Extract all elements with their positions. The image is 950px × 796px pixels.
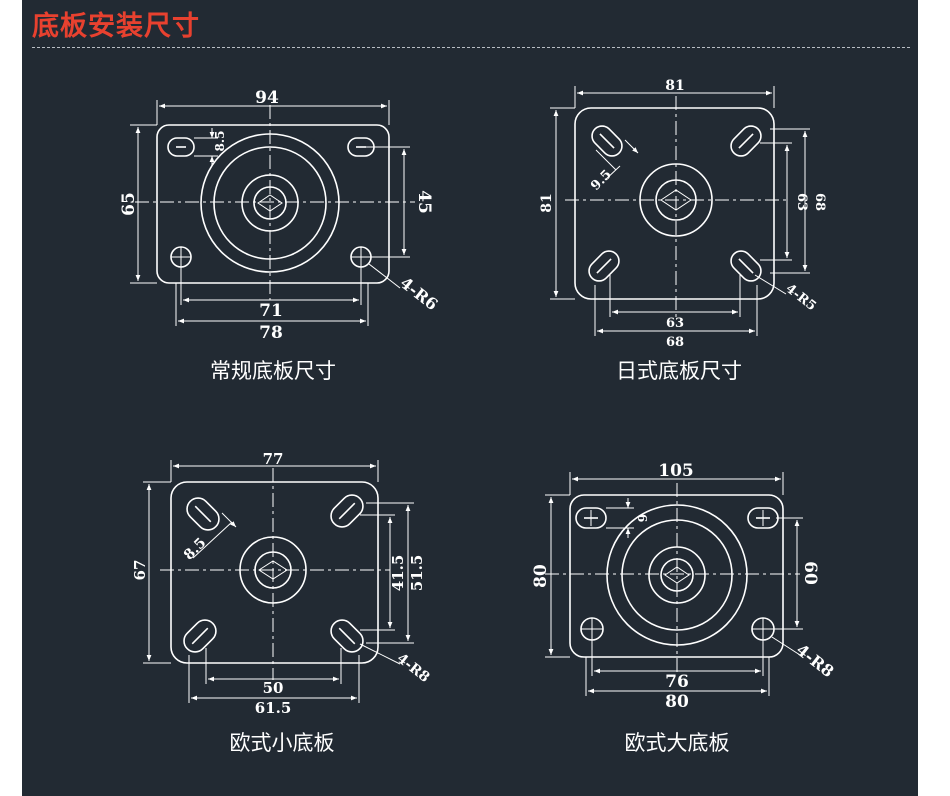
- dim-hole-pitch-bottom-inner: 63: [666, 316, 684, 331]
- dim-slot-length: 8.5: [213, 131, 227, 152]
- mount-hole-bottom-right: [751, 617, 775, 641]
- dim-hole-pitch-right-outer: 51.5: [408, 555, 426, 592]
- mount-slot-top-right: [330, 494, 364, 528]
- dim-hole-note: 4-R5: [783, 281, 819, 314]
- mount-hole-bottom-left: [580, 617, 604, 641]
- plate-centerlines: [160, 468, 390, 680]
- plate-standard: 94 65 45 71 78 8.5 4-R6 常规底板尺寸: [119, 88, 441, 383]
- mount-circle-outer: [200, 133, 340, 273]
- mount-boss: [239, 536, 307, 604]
- mount-slot-bottom-right: [730, 250, 762, 282]
- dim-hole-pitch-right-outer: 68: [812, 193, 827, 211]
- plate-euro-small: 77 67 8.5 41.5 51.5 50 61.5 4-R8 欧式小底板: [131, 450, 432, 755]
- mount-hole-bottom-left: [170, 246, 192, 268]
- mount-slot-top-right: [747, 507, 779, 529]
- dim-hole-pitch-right: 60: [800, 561, 820, 585]
- mount-boss: [241, 174, 299, 232]
- mount-slot-top-left: [591, 125, 623, 157]
- dim-hole-pitch-right-inner: 41.5: [389, 555, 407, 592]
- center-bore: [655, 179, 697, 221]
- plate-centerlines: [545, 483, 800, 672]
- dim-hole-pitch-bottom-outer: 68: [666, 335, 684, 350]
- center-key: [660, 189, 692, 211]
- plate-centerlines: [135, 105, 415, 300]
- plate-euro-large: 105 80 6 60 76 80 4-R8 欧式大底板: [531, 461, 837, 755]
- dimension-lines: [143, 460, 414, 703]
- dim-hole-pitch-bottom-outer: 80: [665, 692, 689, 712]
- mount-slot-top-right: [730, 125, 762, 157]
- dim-hole-pitch-bottom-outer: 61.5: [255, 699, 292, 717]
- dimension-lines: [130, 100, 410, 326]
- plate-caption: 欧式小底板: [230, 731, 335, 755]
- plate-outline: [170, 481, 379, 664]
- title-divider: [32, 47, 910, 48]
- dimension-lines: [545, 472, 803, 696]
- mount-boss: [639, 163, 713, 237]
- page-title: 底板安装尺寸: [32, 11, 200, 42]
- dim-height-left: 80: [531, 564, 551, 588]
- center-key: [664, 566, 690, 584]
- dim-hole-pitch-bottom-inner: 76: [665, 672, 689, 692]
- plate-japanese: 81 81 9.5 63 68 63 68 4-R5 日式底板尺寸: [539, 78, 827, 383]
- mount-slot-top-left: [575, 507, 607, 529]
- dim-hole-pitch-right: 45: [414, 190, 434, 214]
- mount-slot-bottom-left: [588, 250, 620, 282]
- center-bore: [253, 186, 287, 220]
- mount-circle-inner: [621, 519, 733, 631]
- plate-outline: [156, 124, 390, 284]
- mount-boss: [648, 546, 706, 604]
- dim-width-top: 94: [255, 88, 279, 108]
- dim-slot-length: 9.5: [588, 167, 615, 194]
- mount-circle-outer: [606, 504, 748, 646]
- mount-slot-bottom-left: [183, 619, 217, 653]
- dim-height-left: 65: [119, 192, 139, 216]
- dim-hole-note: 4-R6: [397, 273, 442, 314]
- dim-hole-pitch-right-inner: 63: [794, 193, 809, 211]
- center-bore: [660, 558, 694, 592]
- dim-width-top: 77: [263, 450, 284, 468]
- plate-caption: 日式底板尺寸: [616, 359, 742, 383]
- plate-caption: 欧式大底板: [625, 731, 730, 755]
- dim-height-left: 81: [539, 193, 555, 212]
- dim-hole-pitch-bottom-inner: 50: [263, 679, 284, 697]
- mount-slot-top-left: [186, 497, 220, 531]
- mount-circle-inner: [213, 146, 327, 260]
- dim-width-top: 81: [665, 78, 684, 94]
- plate-outline: [574, 107, 775, 300]
- dim-width-bottom: 78: [259, 323, 283, 343]
- dim-slot-length: 6: [635, 514, 649, 522]
- dim-width-top: 105: [658, 461, 694, 481]
- mount-slot-bottom-right: [330, 619, 364, 653]
- dim-slot-length: 8.5: [181, 535, 210, 564]
- center-key: [258, 560, 288, 580]
- center-bore: [254, 551, 292, 589]
- plate-centerlines: [565, 96, 790, 320]
- plate-caption: 常规底板尺寸: [210, 359, 336, 383]
- dim-hole-pitch-bottom: 71: [259, 301, 283, 321]
- mount-slot-top-left: [167, 137, 195, 157]
- dim-hole-note: 4-R8: [394, 651, 433, 686]
- dim-hole-note: 4-R8: [793, 640, 838, 681]
- dim-height-left: 67: [131, 560, 149, 581]
- center-key: [257, 194, 283, 212]
- dimension-lines: [550, 86, 810, 336]
